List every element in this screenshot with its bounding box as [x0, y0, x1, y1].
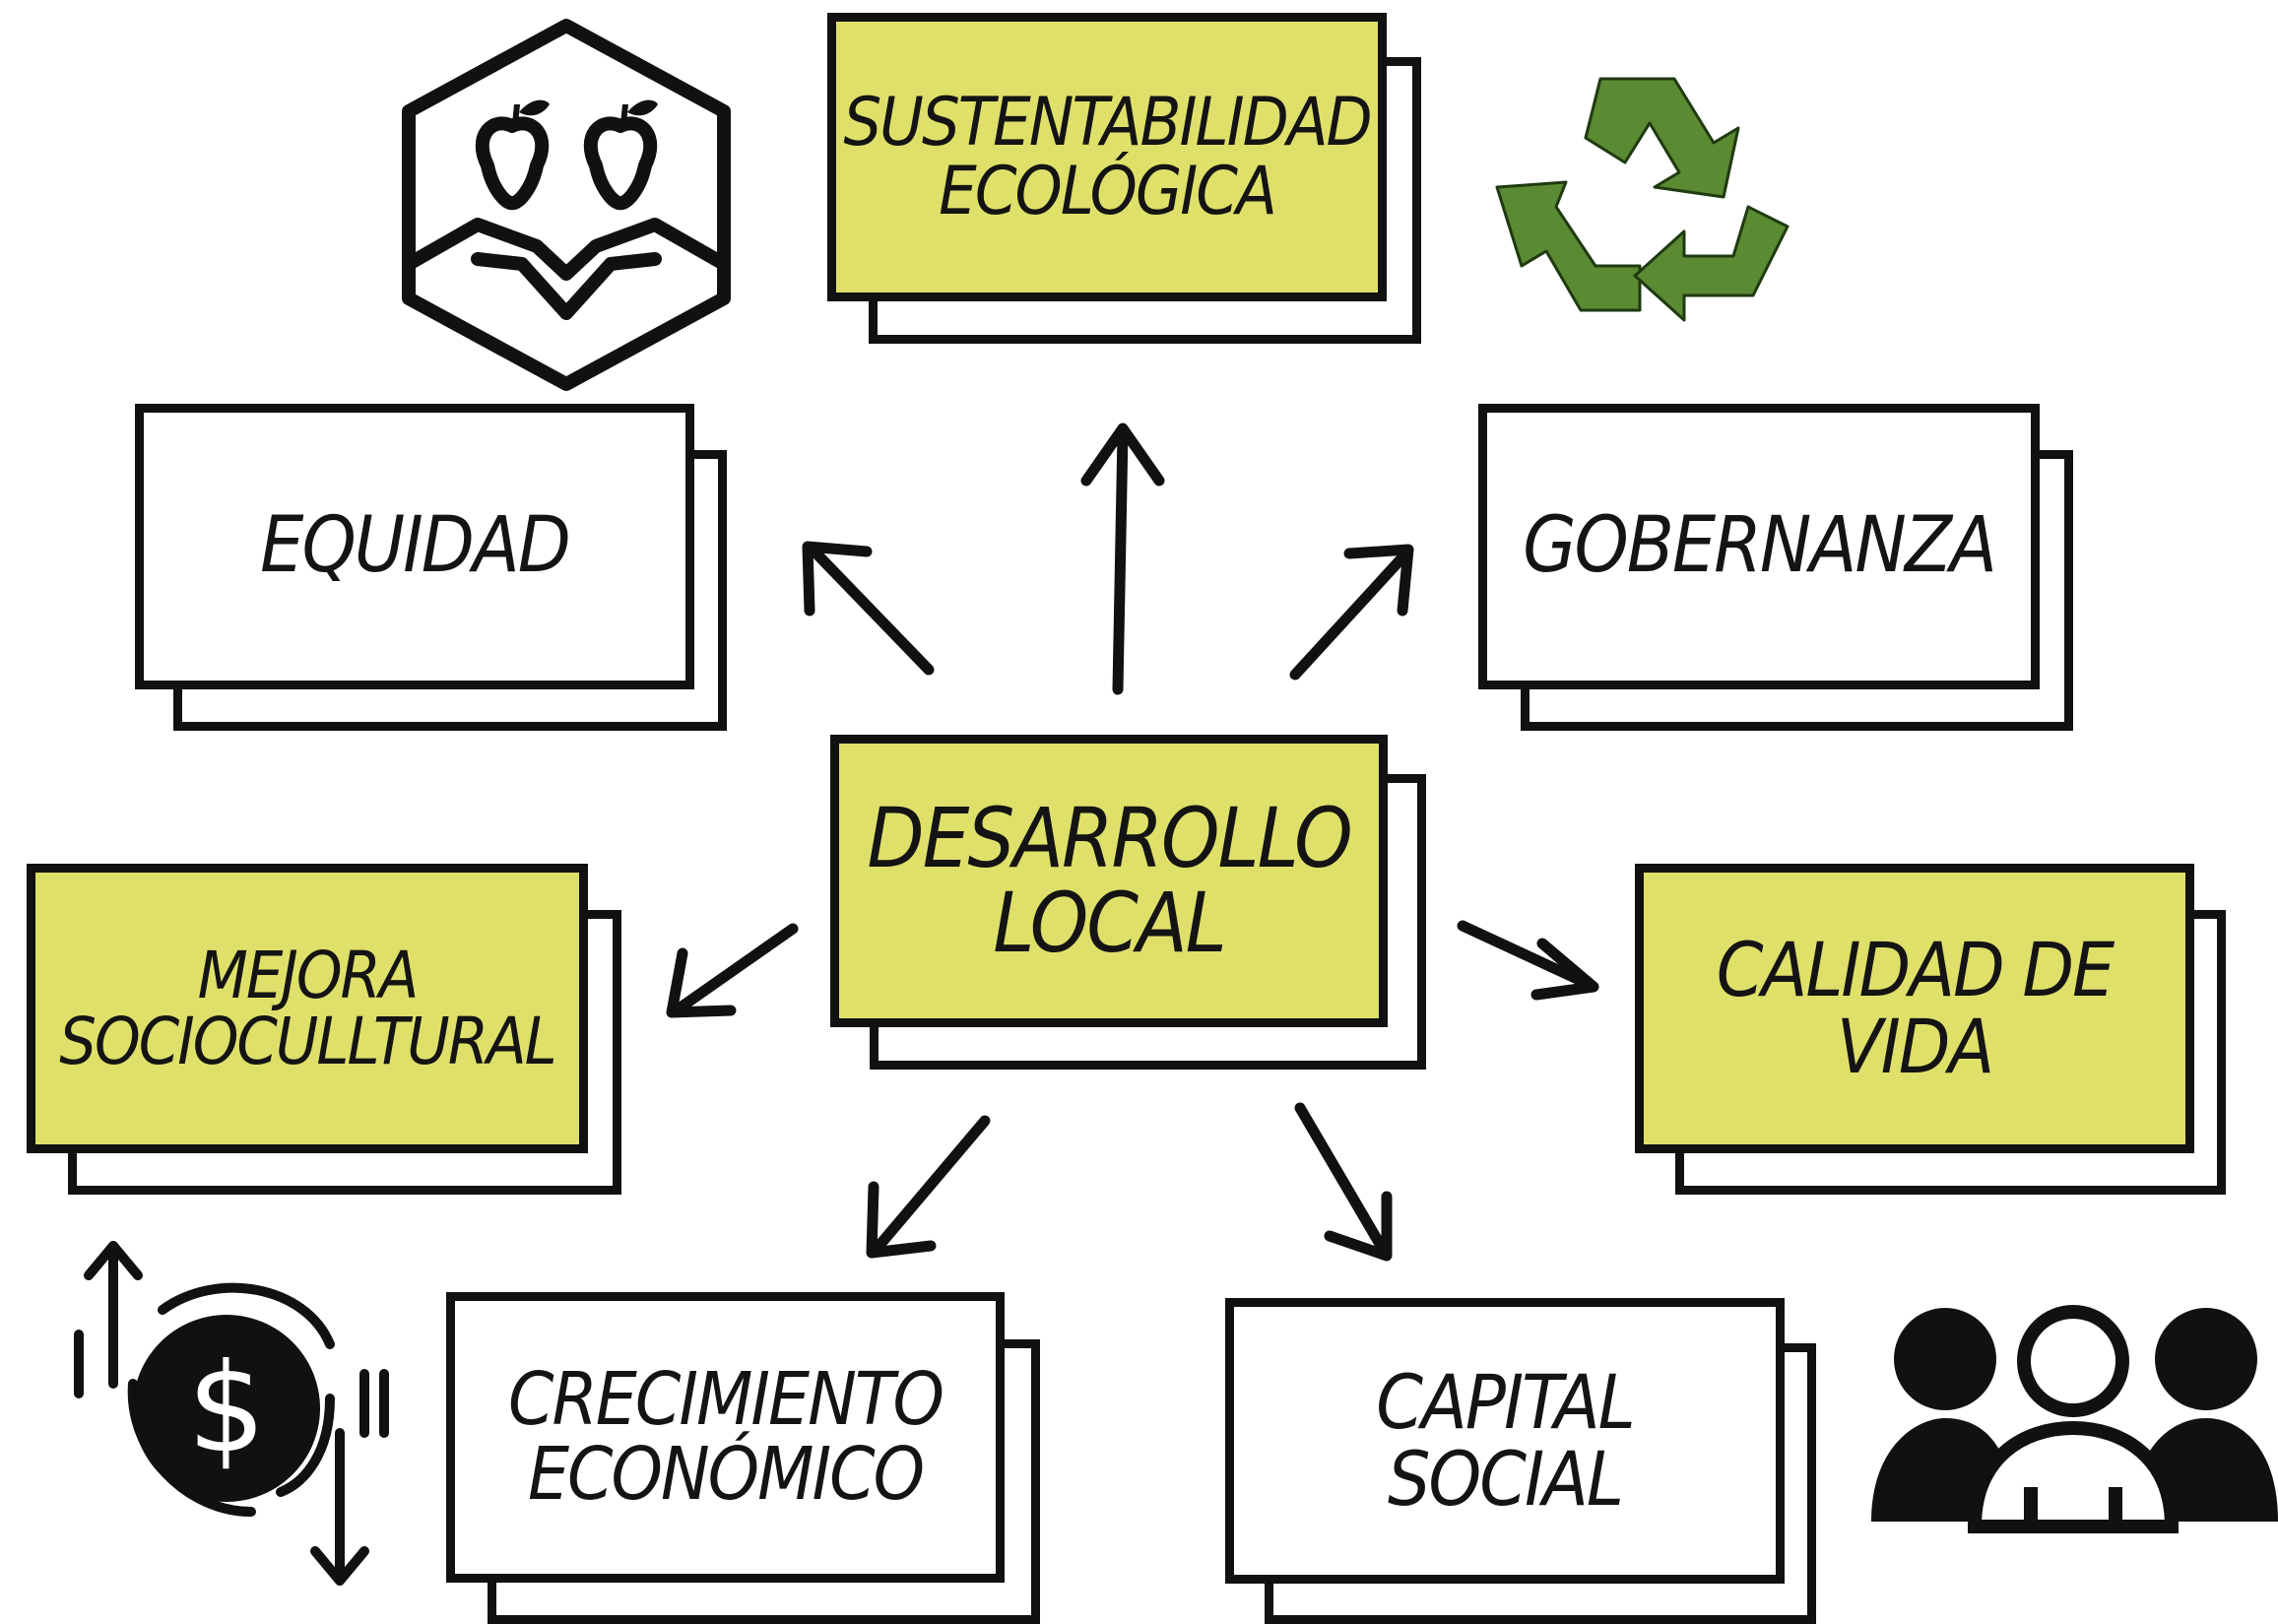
- center-line-2: LOCAL: [993, 874, 1227, 971]
- node-label-line: CAPITAL: [1376, 1358, 1635, 1447]
- arrow-to-capital: [1294, 1102, 1393, 1262]
- node-capital-social: CAPITAL SOCIAL: [1225, 1298, 1816, 1624]
- hands-apples-icon: [402, 19, 731, 391]
- svg-text:$: $: [187, 1337, 266, 1480]
- recycle-icon: [1495, 77, 1790, 322]
- node-label-line: ECOLÓGICA: [939, 152, 1277, 230]
- arrow-to-gobernanza: [1289, 544, 1414, 681]
- node-label-line: SOCIOCULLTURAL: [59, 1004, 556, 1079]
- node-label-line: ECONÓMICO: [527, 1431, 925, 1517]
- node-calidad-de-vida: CALIDAD DE VIDA: [1635, 864, 2226, 1195]
- arrow-to-crecimiento: [866, 1115, 991, 1259]
- arrow-to-mejora: [666, 923, 799, 1018]
- node-sustentabilidad-ecologica: SUSTENTABILIDAD ECOLÓGICA: [827, 13, 1421, 344]
- node-label-line: SOCIAL: [1388, 1435, 1624, 1523]
- node-label-line: EQUIDAD: [260, 501, 571, 591]
- node-crecimiento-economico: CRECIMIENTO ECONÓMICO: [446, 1292, 1040, 1624]
- center-card-desarrollo-local: DESARROLLO LOCAL: [830, 735, 1426, 1070]
- center-line-1: DESARROLLO: [867, 789, 1352, 886]
- arrow-to-sustentabilidad: [1080, 422, 1165, 695]
- node-label-line: CALIDAD DE: [1716, 926, 2115, 1014]
- node-label-line: GOBERNANZA: [1523, 501, 1997, 591]
- node-gobernanza: GOBERNANZA: [1478, 404, 2073, 731]
- node-label-line: SUSTENTABILIDAD: [843, 84, 1372, 162]
- node-mejora-sociocultural: MEJORA SOCIOCULLTURAL: [27, 864, 621, 1195]
- arrow-to-equidad: [802, 541, 935, 676]
- arrow-to-calidad: [1457, 920, 1599, 1001]
- node-label-line: VIDA: [1836, 1003, 1994, 1090]
- node-label-line: MEJORA: [197, 937, 420, 1013]
- node-equidad: EQUIDAD: [135, 404, 727, 731]
- money-exchange-icon: $: [74, 1241, 389, 1586]
- people-group-icon: [1871, 1305, 2278, 1533]
- node-label-line: CRECIMIENTO: [508, 1357, 944, 1443]
